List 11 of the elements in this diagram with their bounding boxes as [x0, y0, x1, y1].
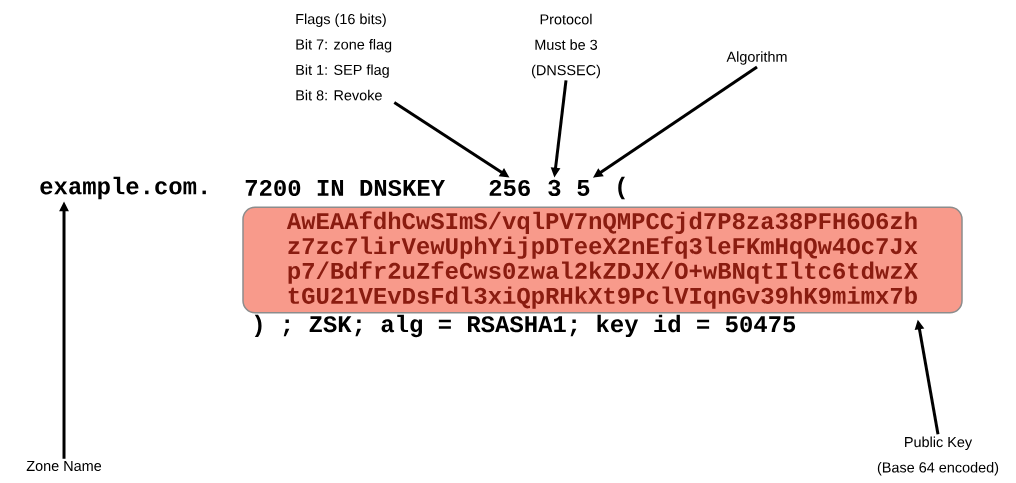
- record-field: 3: [548, 179, 561, 197]
- record-field: 5: [577, 180, 590, 196]
- annotation-text: Flags (16 bits) Bit 7: zone flag Bit 1: SEP flag Bit 8: Revoke: [296, 13, 392, 101]
- record-field: 256: [489, 179, 530, 197]
- annotation-text: Public Key (Base 64 encoded): [877, 436, 999, 476]
- annotation-text: Zone Name: [26, 460, 102, 472]
- annotation-text: Algorithm: [726, 51, 787, 65]
- record-text: (: [618, 176, 625, 200]
- annotation-text: Protocol Must be 3 (DNSSEC): [532, 13, 600, 79]
- record-field: example.com.: [40, 176, 206, 200]
- public-key-box: AwEAAfdhCwSImS/vqlPV7nQMPCCjd7P8za38PFH6O6zh z7zc7lirVewUphYijpDTeeX2nEfq3leFKmHqQw4Oc7Jx p7/Bdfr2uZfeCws0zwal2kZDJX/O+wBNqtIltc6tdwzX tGU21VEvDsFdl3xiQpRHkXt9PclVIqnGv39hK9mimx7b: [242, 206, 963, 314]
